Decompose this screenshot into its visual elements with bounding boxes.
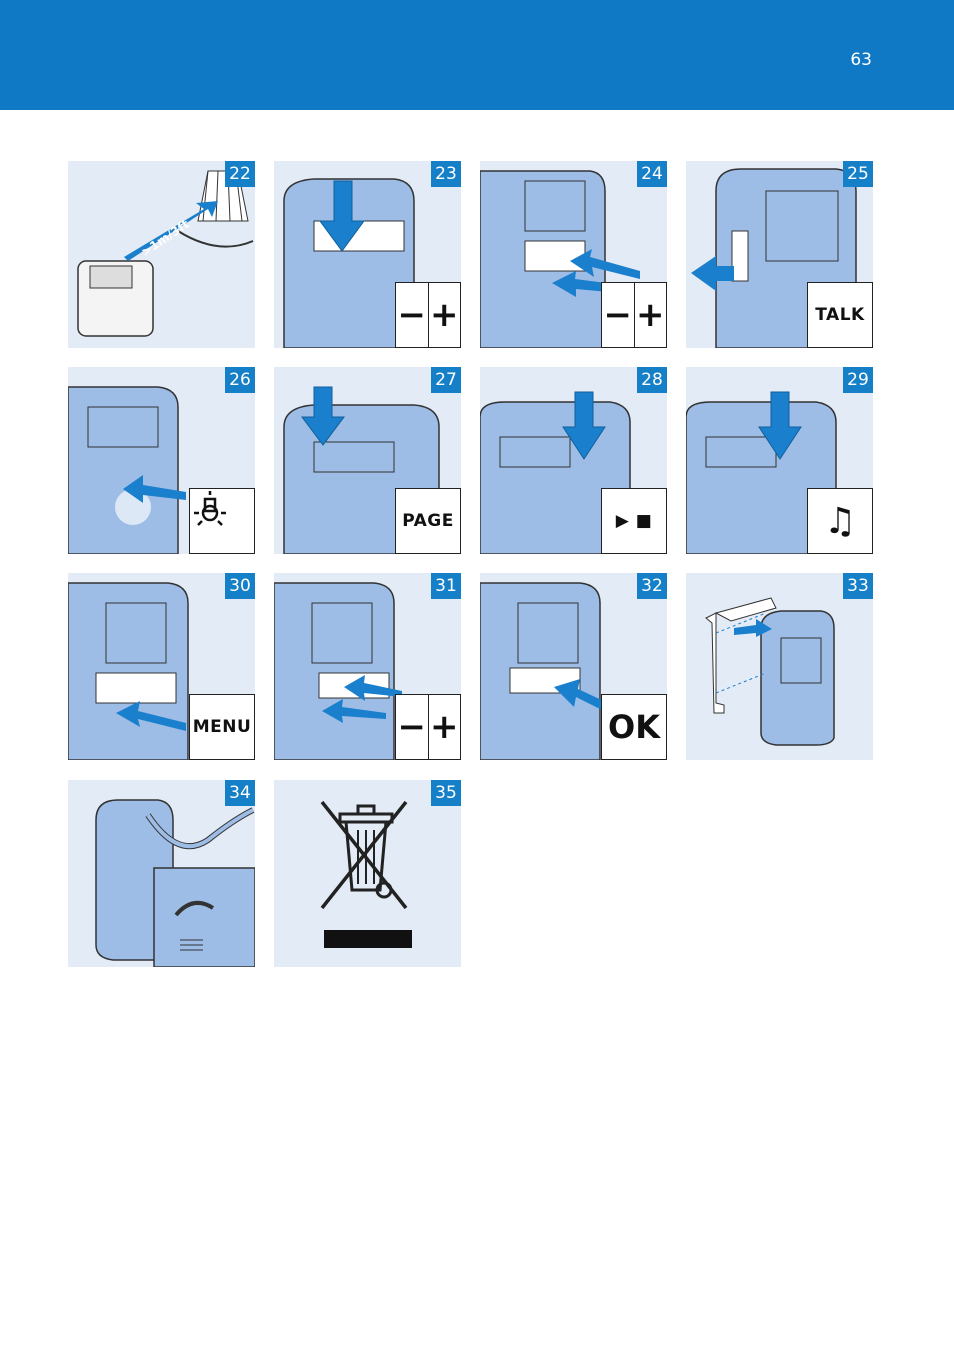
music-key-box: ♫ [807,488,873,554]
figure-30: MENU 30 [68,573,255,760]
figure-29: ♫ 29 [686,367,873,554]
figure-number: 23 [431,161,461,187]
figure-27: PAGE 27 [274,367,461,554]
figure-number: 33 [843,573,873,599]
figure-number: 34 [225,780,255,806]
menu-key-box: MENU [189,694,255,760]
device-volume-illustration [274,582,402,760]
device-volume-illustration [480,170,640,348]
page-key-box: PAGE [395,488,461,554]
minus-key: − [396,695,429,759]
play-stop-key-box: ▶ ■ [601,488,667,554]
figure-number: 32 [637,573,667,599]
ok-key-box: OK [601,694,667,760]
figure-number: 24 [637,161,667,187]
minus-key: − [396,283,429,347]
figure-31: − + 31 [274,573,461,760]
volume-key-box: − + [395,694,461,760]
plus-key: + [430,295,459,335]
device-volume-illustration [283,178,415,348]
figure-number: 27 [431,367,461,393]
figure-number: 35 [431,780,461,806]
figure-35: 35 [274,780,461,967]
volume-key-box: − + [395,282,461,348]
figure-34: 34 [68,780,255,967]
plus-key: + [636,295,665,335]
figure-number: 22 [225,161,255,187]
figure-25: TALK 25 [686,161,873,348]
volume-key-box: − + [601,282,667,348]
figure-22: >1m/3ft 22 [68,161,255,348]
weee-bin-icon [320,800,412,948]
figure-number: 31 [431,573,461,599]
figure-number: 29 [843,367,873,393]
distance-illustration [77,170,254,337]
figure-24: − + 24 [480,161,667,348]
figure-28: ▶ ■ 28 [480,367,667,554]
lanyard-illustration [95,799,255,967]
figure-number: 25 [843,161,873,187]
device-menu-illustration [68,582,189,760]
figure-number: 28 [637,367,667,393]
figure-23: − + 23 [274,161,461,348]
belt-clip-illustration [705,597,835,746]
device-light-illustration [68,386,186,554]
device-music-illustration [686,391,837,554]
device-ok-illustration [480,582,608,760]
page-header: 63 [0,0,954,110]
device-play-illustration [480,391,631,554]
talk-key-box: TALK [807,282,873,348]
light-key-box [189,488,255,554]
figure-26: 26 [68,367,255,554]
figure-32: OK 32 [480,573,667,760]
figure-number: 30 [225,573,255,599]
minus-key: − [602,283,635,347]
light-icon [194,491,226,526]
page-number: 63 [850,50,872,70]
figure-number: 26 [225,367,255,393]
plus-key: + [430,707,459,747]
figure-33: 33 [686,573,873,760]
